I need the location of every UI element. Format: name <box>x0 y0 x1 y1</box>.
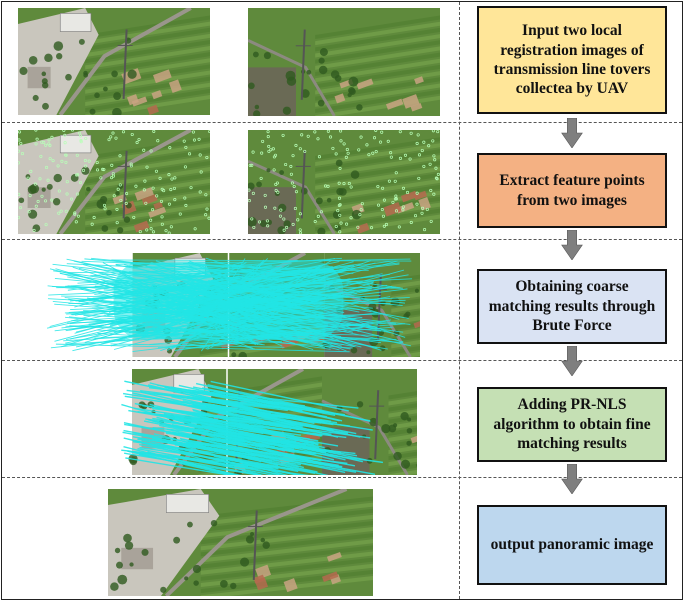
step-coarse-matching: Obtaining coarse matching results throug… <box>477 269 667 344</box>
step-output-panorama-label: output panoramic image <box>491 535 654 554</box>
uav-image-left <box>18 8 210 115</box>
step-extract-features: Extract feature points from two images <box>477 153 667 228</box>
coarse-matching-image <box>37 253 420 357</box>
step-fine-matching: Adding PR-NLS algorithm to obtain fine m… <box>477 387 667 462</box>
fine-matching-image <box>37 369 417 475</box>
step-input-images-label: Input two local registration images of t… <box>487 21 657 99</box>
feature-points-image-left <box>18 130 210 234</box>
step-output-panorama: output panoramic image <box>477 505 667 585</box>
down-arrow-icon <box>561 118 583 148</box>
down-arrow-icon <box>561 346 583 376</box>
down-arrow-icon <box>561 464 583 494</box>
uav-image-right <box>248 8 440 116</box>
step-fine-matching-label: Adding PR-NLS algorithm to obtain fine m… <box>487 395 657 453</box>
panoramic-image <box>108 489 373 596</box>
step-extract-features-label: Extract feature points from two images <box>487 171 657 210</box>
step-input-images: Input two local registration images of t… <box>477 6 667 114</box>
feature-points-image-right <box>248 130 440 234</box>
down-arrow-icon <box>561 230 583 260</box>
step-coarse-matching-label: Obtaining coarse matching results throug… <box>487 277 657 335</box>
column-divider <box>459 2 460 599</box>
